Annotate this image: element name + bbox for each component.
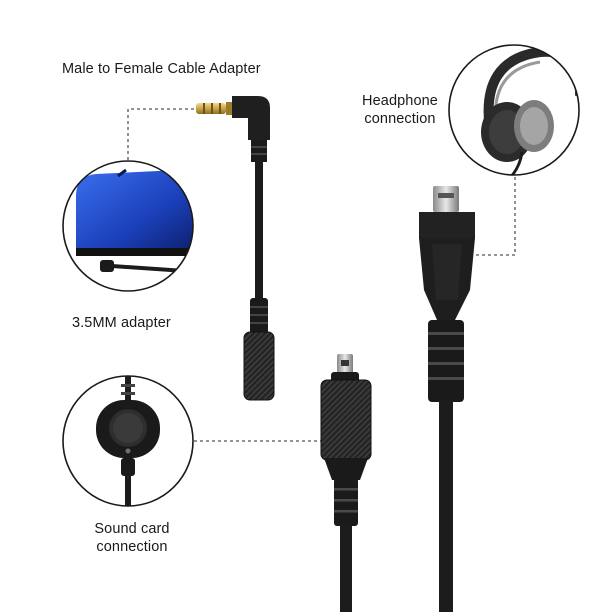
soundcard-label-line2: connection xyxy=(96,539,168,555)
headphone-icon xyxy=(448,44,580,176)
mini-usb-cable xyxy=(320,354,372,612)
adapter-label: 3.5MM adapter xyxy=(72,315,171,331)
sound-card-connection-label: Sound card connection xyxy=(82,520,182,556)
headphone-connection-label: Headphone connection xyxy=(352,92,448,128)
gold-plug xyxy=(196,102,234,115)
headphone-plug-cable xyxy=(419,186,475,612)
audio-adapter-cable xyxy=(196,96,275,401)
phone-icon xyxy=(62,160,194,292)
dashed-connector-lines xyxy=(127,108,516,442)
cable-adapter-title: Male to Female Cable Adapter xyxy=(62,61,261,77)
headphone-label-line1: Headphone xyxy=(362,93,438,109)
headphone-label-line2: connection xyxy=(364,111,436,127)
soundcard-label-line1: Sound card xyxy=(94,521,170,537)
inline-control-icon xyxy=(62,375,194,507)
